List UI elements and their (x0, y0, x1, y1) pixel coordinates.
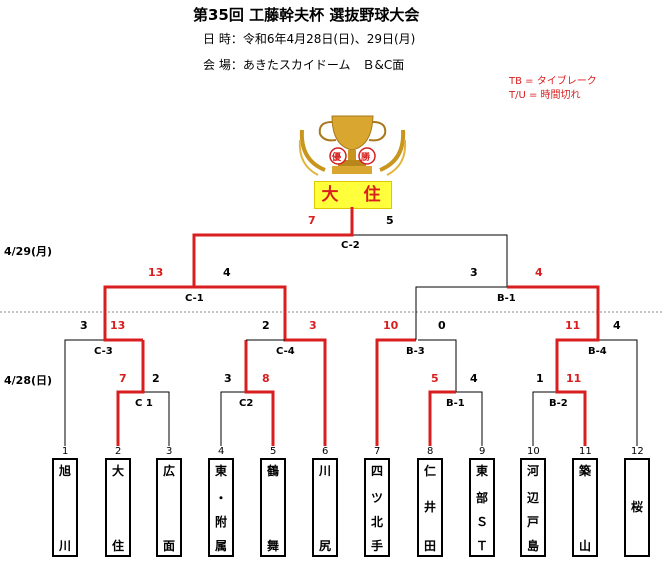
team-name-bottom: 尻 (318, 539, 331, 553)
team-name-top: 広 (162, 464, 175, 478)
team-name-top: 東 (475, 464, 488, 478)
legend-tu: T/U = 時間切れ (509, 90, 581, 101)
sc1-score-right: 4 (223, 266, 231, 279)
team-seed: 7 (374, 446, 381, 457)
b3-label: B-3 (406, 346, 425, 357)
b2-label: B-2 (549, 398, 568, 409)
team-box: 築山 (572, 458, 598, 557)
team-name-top: 大 (111, 464, 124, 478)
team-name-bottom: 属 (214, 539, 227, 553)
team-name-top: 東 (214, 464, 227, 478)
team-seed: 4 (218, 446, 225, 457)
team-box: 仁井田 (417, 458, 443, 557)
team-name-top: 仁 (423, 464, 436, 478)
team-name-bottom: 住 (111, 539, 124, 553)
team-name-bottom: Ｔ (475, 539, 488, 553)
sc1-score-left: 13 (148, 266, 164, 279)
team-seed: 12 (631, 446, 644, 457)
team-seed: 5 (270, 446, 277, 457)
team-seed: 1 (62, 446, 69, 457)
b3-score-left: 10 (383, 319, 399, 332)
team-name-top: 築 (578, 464, 591, 478)
team-box: 東・ 附属 (208, 458, 234, 557)
c1-score-left: 7 (119, 372, 127, 385)
final-label: C-2 (341, 240, 360, 251)
team-name-top: 川 (318, 464, 331, 478)
team-name-middle: 部 Ｓ (475, 491, 488, 529)
team-box: 川尻 (312, 458, 338, 557)
sb1-label: B-1 (497, 293, 516, 304)
team-name-bottom: 山 (578, 539, 591, 553)
team-box: 桜 (624, 458, 650, 557)
team-name-middle: 桜 (630, 500, 643, 514)
team-box: 広面 (156, 458, 182, 557)
c3-label: C-3 (94, 346, 113, 357)
team-name-bottom: 面 (162, 539, 175, 553)
b4-score-right: 4 (613, 319, 621, 332)
c2-score-right: 8 (262, 372, 270, 385)
date-day2: 4/29(月) (4, 245, 53, 258)
legend-tb: TB = タイブレーク (509, 76, 597, 87)
team-name-middle: 辺 戸 (526, 491, 539, 529)
team-name-bottom: 島 (526, 539, 539, 553)
team-name-middle: ツ 北 (370, 491, 383, 529)
team-name-top: 鶴 (266, 464, 279, 478)
champion-name: 大 住 (321, 185, 385, 205)
date-day1: 4/28(日) (4, 374, 53, 387)
team-seed: 11 (579, 446, 592, 457)
team-box: 河辺 戸島 (520, 458, 546, 557)
legend: TB = タイブレーク T/U = 時間切れ (509, 75, 597, 103)
team-name-middle: ・ 附 (214, 491, 227, 529)
sc1-label: C-1 (185, 293, 204, 304)
team-name-bottom: 手 (370, 539, 383, 553)
final-score-left: 7 (308, 214, 316, 227)
b2-score-right: 11 (566, 372, 582, 385)
sb1-score-left: 3 (470, 266, 478, 279)
team-seed: 10 (527, 446, 540, 457)
team-seed: 3 (166, 446, 173, 457)
team-box: 東部 Ｓ Ｔ (469, 458, 495, 557)
final-score-right: 5 (386, 214, 394, 227)
team-seed: 6 (322, 446, 329, 457)
team-box: 四ツ 北手 (364, 458, 390, 557)
c2-score-left: 3 (224, 372, 232, 385)
date-line: 日 時：令和6年4月28日(日)、29日(月) (203, 32, 416, 46)
team-name-bottom: 舞 (266, 539, 279, 553)
team-name-top: 旭 (58, 464, 71, 478)
c3-score-left: 3 (80, 319, 88, 332)
b4-label: B-4 (588, 346, 607, 357)
team-box: 大住 (105, 458, 131, 557)
c4-score-right: 3 (309, 319, 317, 332)
team-seed: 2 (115, 446, 122, 457)
venue-line: 会 場：あきたスカイドーム Ｂ&C面 (203, 58, 405, 72)
team-seed: 8 (427, 446, 434, 457)
b4-score-left: 11 (565, 319, 581, 332)
b3-score-right: 0 (438, 319, 446, 332)
c1-score-right: 2 (152, 372, 160, 385)
c2-label: C2 (239, 398, 254, 409)
b1-label: B-1 (446, 398, 465, 409)
team-seed: 9 (479, 446, 486, 457)
team-name-bottom: 田 (423, 539, 436, 553)
sb1-score-right: 4 (535, 266, 543, 279)
b1-score-left: 5 (431, 372, 439, 385)
page-title: 第35回 工藤幹夫杯 選抜野球大会 (193, 6, 420, 24)
team-name-bottom: 川 (58, 539, 71, 553)
c4-score-left: 2 (262, 319, 270, 332)
c4-label: C-4 (276, 346, 295, 357)
trophy-label-right: 勝 (361, 153, 371, 163)
c3-score-right: 13 (110, 319, 126, 332)
champion-box: 大 住 (314, 181, 392, 209)
team-name-top: 河 (526, 464, 539, 478)
team-box: 旭川 (52, 458, 78, 557)
b1-score-right: 4 (470, 372, 478, 385)
team-box: 鶴舞 (260, 458, 286, 557)
team-name-top: 四 (370, 464, 383, 478)
team-name-middle: 井 (423, 500, 436, 514)
c1-label: C 1 (135, 398, 153, 409)
b2-score-left: 1 (536, 372, 544, 385)
trophy-label-left: 優 (332, 153, 342, 163)
